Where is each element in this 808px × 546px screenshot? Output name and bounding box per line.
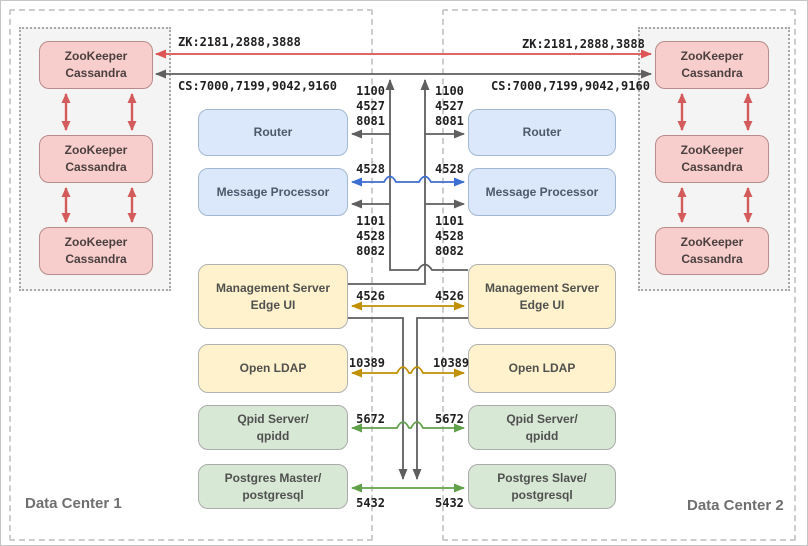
postgres-slave-node-dc2: Postgres Slave/ postgresql — [468, 464, 616, 509]
port-label: 8081 — [435, 114, 464, 128]
management-server-node-dc1: Management Server Edge UI — [198, 264, 348, 329]
management-server-node-dc2: Management Server Edge UI — [468, 264, 616, 329]
zk-ports-label-left: ZK:2181,2888,3888 — [178, 35, 301, 49]
qpid-port-right: 5672 — [435, 412, 464, 426]
port-label: 4527 — [356, 99, 385, 113]
mgmt-port-left: 4526 — [356, 289, 385, 303]
port-label: 1100 — [356, 84, 385, 98]
node-label: Cassandra — [681, 160, 743, 174]
port-label: 8081 — [356, 114, 385, 128]
mgmt-port-right: 4526 — [435, 289, 464, 303]
node-label: postgresql — [242, 487, 304, 502]
node-label: Postgres Master/ — [224, 470, 322, 485]
mp-sync-port-right: 4528 — [435, 162, 464, 176]
node-label: Management Server — [215, 280, 331, 295]
node-label: qpidd — [256, 428, 290, 443]
router-ports-right: 1100 4527 8081 — [435, 84, 515, 129]
mp-ports-left: 1101 4528 8082 — [305, 214, 385, 259]
node-label: Postgres Slave/ — [497, 470, 587, 485]
node-label: Qpid Server/ — [506, 411, 578, 426]
node-label: Cassandra — [65, 252, 127, 266]
node-label: Edge UI — [250, 297, 296, 312]
zk-cassandra-node: ZooKeeper Cassandra — [39, 135, 153, 183]
node-label: Message Processor — [485, 184, 599, 199]
port-label: 4527 — [435, 99, 464, 113]
node-label: ZooKeeper — [680, 49, 744, 63]
node-label: ZooKeeper — [64, 143, 128, 157]
node-label: ZooKeeper — [64, 49, 128, 63]
ldap-port-left: 10389 — [348, 356, 385, 370]
zk-cassandra-node: ZooKeeper Cassandra — [655, 41, 769, 89]
datacenter-2-boundary — [442, 9, 796, 541]
mp-sync-port-left: 4528 — [356, 162, 385, 176]
open-ldap-node-dc1: Open LDAP — [198, 344, 348, 393]
zk-cassandra-node: ZooKeeper Cassandra — [655, 135, 769, 183]
datacenter-1-label: Data Center 1 — [25, 495, 122, 512]
router-node-dc1: Router — [198, 109, 348, 156]
node-label: ZooKeeper — [64, 235, 128, 249]
qpid-port-left: 5672 — [356, 412, 385, 426]
node-label: ZooKeeper — [680, 235, 744, 249]
node-label: Qpid Server/ — [237, 411, 309, 426]
node-label: Router — [253, 125, 293, 139]
node-label: Open LDAP — [239, 361, 307, 375]
zk-ports-label-right: ZK:2181,2888,3888 — [522, 37, 645, 51]
qpid-node-dc1: Qpid Server/ qpidd — [198, 405, 348, 450]
router-node-dc2: Router — [468, 109, 616, 156]
qpid-node-dc2: Qpid Server/ qpidd — [468, 405, 616, 450]
port-label: 4528 — [435, 229, 464, 243]
ldap-port-right: 10389 — [433, 356, 470, 370]
node-label: Edge UI — [519, 297, 565, 312]
router-ports-left: 1100 4527 8081 — [305, 84, 385, 129]
zk-cassandra-node: ZooKeeper Cassandra — [39, 227, 153, 275]
node-label: Cassandra — [65, 66, 127, 80]
cs-ports-label-right: CS:7000,7199,9042,9160 — [491, 79, 650, 93]
node-label: Management Server — [484, 280, 600, 295]
node-label: qpidd — [525, 428, 559, 443]
mp-ports-right: 1101 4528 8082 — [435, 214, 515, 259]
port-label: 1101 — [435, 214, 464, 228]
zk-cassandra-node: ZooKeeper Cassandra — [655, 227, 769, 275]
node-label: Open LDAP — [508, 361, 576, 375]
message-processor-node-dc2: Message Processor — [468, 168, 616, 216]
postgres-port-right: 5432 — [435, 496, 464, 510]
node-label: postgresql — [511, 487, 573, 502]
port-label: 8082 — [435, 244, 464, 258]
node-label: ZooKeeper — [680, 143, 744, 157]
postgres-master-node-dc1: Postgres Master/ postgresql — [198, 464, 348, 509]
postgres-port-left: 5432 — [356, 496, 385, 510]
port-label: 8082 — [356, 244, 385, 258]
node-label: Cassandra — [65, 160, 127, 174]
node-label: Cassandra — [681, 66, 743, 80]
port-label: 4528 — [356, 229, 385, 243]
node-label: Cassandra — [681, 252, 743, 266]
port-label: 1100 — [435, 84, 464, 98]
datacenter-2-label: Data Center 2 — [687, 497, 784, 514]
open-ldap-node-dc2: Open LDAP — [468, 344, 616, 393]
port-label: 1101 — [356, 214, 385, 228]
node-label: Router — [522, 125, 562, 139]
message-processor-node-dc1: Message Processor — [198, 168, 348, 216]
cs-ports-label-left: CS:7000,7199,9042,9160 — [178, 79, 337, 93]
node-label: Message Processor — [216, 184, 330, 199]
zk-cassandra-node: ZooKeeper Cassandra — [39, 41, 153, 89]
